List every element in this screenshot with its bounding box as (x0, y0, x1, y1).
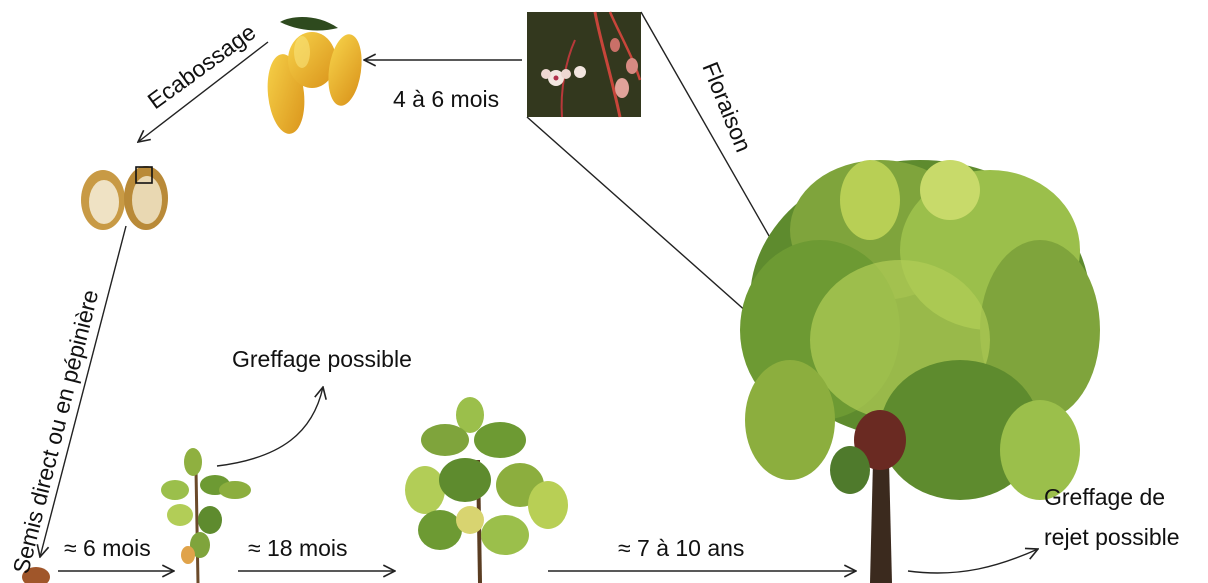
label-7-10-years: ≈ 7 à 10 ans (618, 535, 744, 561)
label-floraison: Floraison (697, 58, 757, 155)
opened-cocoa-pod (81, 166, 168, 230)
young-tree-18-months (405, 397, 568, 583)
label-flowering-delay: 4 à 6 mois (393, 86, 499, 112)
label-greffage-possible: Greffage possible (232, 346, 412, 372)
cocoa-pods (264, 17, 366, 136)
label-6-months: ≈ 6 mois (64, 535, 151, 561)
arrow-greffage (217, 387, 323, 466)
seedling-6-months (161, 448, 251, 583)
flower-photo (527, 12, 641, 117)
mature-cocoa-tree (740, 160, 1100, 583)
label-semis: Semis direct ou en pépinière (8, 287, 104, 576)
label-greffage-rejet-line2: rejet possible (1044, 524, 1180, 550)
label-18-months: ≈ 18 mois (248, 535, 348, 561)
label-ecabossage: Ecabossage (143, 19, 261, 114)
arrow-greffage-rejet (908, 549, 1038, 573)
label-greffage-rejet-line1: Greffage de (1044, 484, 1165, 510)
